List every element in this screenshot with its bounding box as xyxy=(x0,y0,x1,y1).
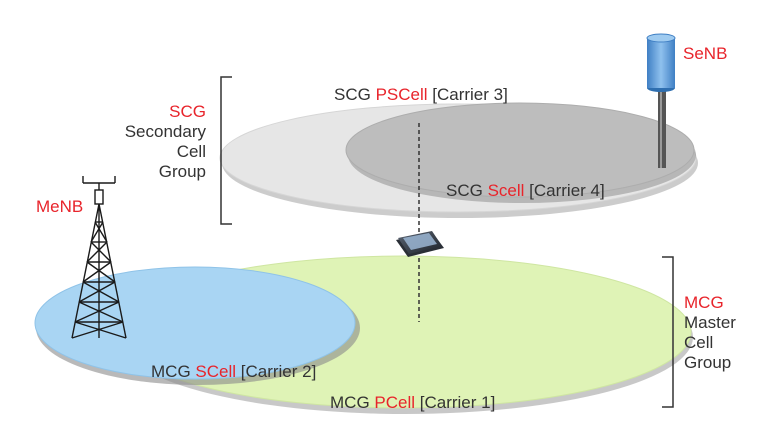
menb-label: MeNB xyxy=(36,197,84,216)
scg-bracket xyxy=(220,76,232,225)
mcg-scell-ellipse xyxy=(34,266,360,385)
mcg-scell-label: MCG SCell [Carrier 2] xyxy=(151,362,316,382)
scg-scell-label: SCG Scell [Carrier 4] xyxy=(446,181,605,201)
senb-label: SeNB xyxy=(683,44,728,63)
scg-pscell-name: PSCell xyxy=(375,85,428,104)
scg-group-line3: Group xyxy=(158,162,206,181)
menb-tower-icon xyxy=(71,176,127,339)
scg-group-line2: Cell xyxy=(176,142,206,161)
scg-group-line1: Secondary xyxy=(124,122,206,141)
scg-pscell-carrier: [Carrier 3] xyxy=(427,85,508,104)
ue-device-icon xyxy=(396,231,444,257)
scg-scell-ellipse xyxy=(345,102,696,203)
senb-antenna-icon xyxy=(646,33,676,168)
mcg-scell-prefix: MCG xyxy=(151,362,196,381)
mcg-group-abbr: MCG xyxy=(684,293,724,312)
mcg-pcell-prefix: MCG xyxy=(330,393,375,412)
scg-pscell-prefix: SCG xyxy=(334,85,376,104)
mcg-group-line3: Group xyxy=(684,353,732,372)
mcg-pcell-label: MCG PCell [Carrier 1] xyxy=(330,393,495,413)
scg-scell-name: Scell xyxy=(487,181,525,200)
mcg-scell-name: SCell xyxy=(195,362,237,381)
mcg-pcell-carrier: [Carrier 1] xyxy=(415,393,496,412)
mcg-group-label: MCG Master Cell Group xyxy=(684,293,754,373)
mcg-pcell-name: PCell xyxy=(374,393,416,412)
scg-group-abbr: SCG xyxy=(169,102,206,121)
mcg-scell-carrier: [Carrier 2] xyxy=(236,362,317,381)
mcg-bracket xyxy=(662,256,674,408)
mcg-group-line2: Cell xyxy=(684,333,714,352)
scg-scell-prefix: SCG xyxy=(446,181,488,200)
scg-group-label: SCG Secondary Cell Group xyxy=(108,102,206,182)
mcg-group-line1: Master xyxy=(684,313,736,332)
scg-pscell-label: SCG PSCell [Carrier 3] xyxy=(334,85,508,105)
scg-scell-carrier: [Carrier 4] xyxy=(524,181,605,200)
